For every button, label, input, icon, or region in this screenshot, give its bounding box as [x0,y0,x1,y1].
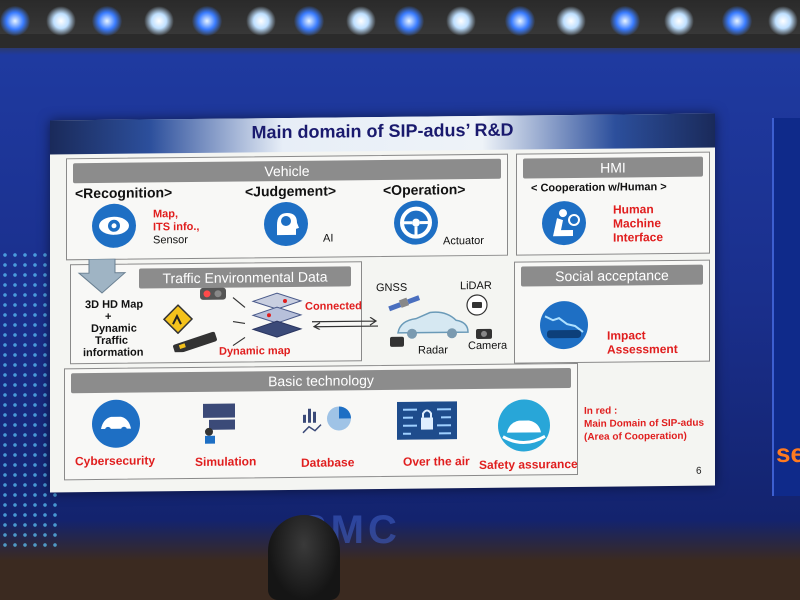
presentation-slide: Main domain of SIP-adus’ R&D Vehicle <Re… [50,113,715,493]
stage-light [144,6,174,36]
hmi-interface: Interface [613,230,664,245]
side-screen-text: se [776,438,800,468]
vehicle-header: Vehicle [73,158,501,184]
car-icon [397,311,469,339]
lighting-truss [0,34,800,48]
stage-light [346,6,376,36]
impact-chart-icon [540,301,588,350]
vehicles-icon [173,331,217,353]
traffic-panel: Traffic Environmental Data 3D HD Map + D… [70,258,362,365]
stage-light [768,6,798,36]
vehicle-panel: Vehicle <Recognition> Map, ITS info., Se… [66,153,508,261]
social-assessment: Assessment [607,341,678,357]
side-screen: se [772,118,800,496]
hmi-header: HMI [523,156,703,179]
recognition-label: <Recognition> [75,184,173,202]
page-number: 6 [696,465,702,477]
road-work-sign-icon [163,304,193,335]
brain-head-icon [264,202,308,247]
database-charts-icon [302,406,351,434]
driver-seat-icon [542,201,586,246]
lidar-sensor-icon [466,294,488,316]
judgement-label: <Judgement> [245,182,337,200]
stage-light [0,6,30,36]
hmi-subtitle: < Cooperation w/Human > [531,181,667,195]
stage-light [192,6,222,36]
camera-sensor-icon [476,328,492,339]
recognition-its: ITS info., [153,220,200,234]
traffic-plus: + [105,310,112,323]
stage-light [394,6,424,36]
traffic-dynamic-map: Dynamic map [219,344,291,358]
social-impact: Impact [607,328,646,343]
stage-light [46,6,76,36]
sensor-lidar: LiDAR [460,279,492,293]
social-header: Social acceptance [521,264,703,287]
recognition-sensor: Sensor [153,234,188,247]
hmi-human: Human [613,202,654,217]
stage-light [92,6,122,36]
sensor-radar: Radar [418,344,448,357]
note-in-red: In red : [584,405,618,417]
traffic-light-icon [200,287,226,300]
steering-wheel-icon [394,200,438,245]
basic-item-over-the-air: Over the air [403,454,470,469]
traffic-connected: Connected [305,300,362,313]
connection-arrow-icon [312,317,378,330]
stage-light [505,6,535,36]
binary-lock-icon [397,401,457,440]
operation-label: <Operation> [383,181,466,198]
traffic-header: Traffic Environmental Data [139,266,351,289]
stage-light [722,6,752,36]
traffic-dynamic: Dynamic [91,322,137,336]
basic-technology-panel: Basic technology Cybersecurity Simulatio… [64,362,578,481]
dynamic-map-layers-icon [251,292,303,338]
slide-title: Main domain of SIP-adus’ R&D [251,119,514,143]
stage-light [246,6,276,36]
judgement-ai: AI [323,232,334,245]
arrow-down-icon [77,258,127,294]
social-panel: Social acceptance Impact Assessment [514,259,710,364]
hmi-panel: HMI < Cooperation w/Human > Human Machin… [516,151,710,256]
basic-item-simulation: Simulation [195,454,257,469]
hmi-machine: Machine [613,216,662,231]
traffic-3d-map: 3D HD Map [85,298,144,312]
basic-item-cybersecurity: Cybersecurity [75,453,156,469]
basic-header: Basic technology [71,368,571,394]
radar-sensor-icon [390,336,404,347]
sensor-camera: Camera [468,339,508,353]
satellite-icon [388,295,421,312]
slide-header: Main domain of SIP-adus’ R&D [50,113,715,155]
note-area-of-cooperation: (Area of Cooperation) [584,430,687,443]
note-main-domain: Main Domain of SIP-adus [584,417,705,430]
recognition-map: Map, [153,208,179,221]
eye-icon [92,203,136,248]
simulation-monitors-icon [203,403,235,444]
stage-floor [0,560,800,600]
stage-light [664,6,694,36]
audience-head [268,515,340,600]
basic-item-database: Database [301,455,355,470]
stage-light [446,6,476,36]
car-shield-icon [92,399,140,448]
stage-light [610,6,640,36]
basic-item-safety-assurance: Safety assurance [479,456,578,472]
traffic-information: information [83,346,144,360]
traffic-traffic: Traffic [95,334,129,348]
operation-actuator: Actuator [443,234,484,248]
stage-light [294,6,324,36]
data-arrows-icon [232,297,246,347]
safety-car-icon [498,399,550,452]
stage-light [556,6,586,36]
